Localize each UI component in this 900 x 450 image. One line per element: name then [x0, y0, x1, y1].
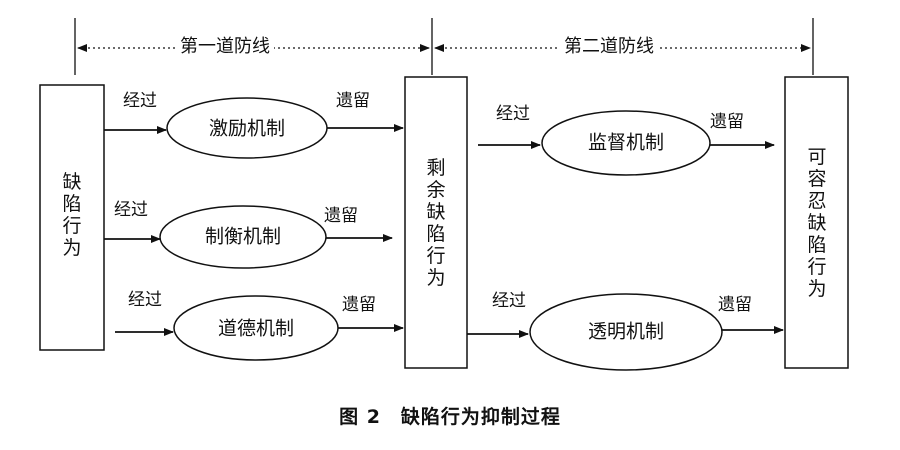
box-defect-behavior-label: 缺陷行为: [62, 171, 82, 259]
residual-label-ethics: 遗留: [342, 295, 376, 315]
pass-label-ethics: 经过: [128, 290, 162, 310]
pass-label-supervision: 经过: [496, 104, 530, 124]
pass-label-transparency: 经过: [492, 291, 526, 311]
transparency-label: 透明机制: [587, 320, 665, 343]
residual-label-incentive: 遗留: [336, 91, 370, 111]
pass-label-checks: 经过: [114, 200, 148, 220]
first-line-label: 第一道防线: [176, 38, 274, 56]
box-defect-behavior: [39, 84, 105, 351]
checks-label: 制衡机制: [204, 225, 282, 248]
ellipse-transparency: [529, 293, 723, 371]
pass-label-incentive: 经过: [123, 91, 157, 111]
second-line-label: 第二道防线: [560, 38, 658, 56]
box-tolerable-defect: [784, 76, 849, 369]
box-residual-defect-label: 剩余缺陷行为: [426, 157, 446, 289]
box-tolerable-defect-label: 可容忍缺陷行为: [807, 146, 827, 300]
figure-caption: 图 2 缺陷行为抑制过程: [339, 406, 561, 428]
residual-label-checks: 遗留: [324, 206, 358, 226]
ellipse-supervision: [541, 110, 711, 176]
residual-label-supervision: 遗留: [710, 112, 744, 132]
incentive-label: 激励机制: [208, 117, 286, 140]
supervision-label: 监督机制: [587, 131, 665, 154]
ethics-label: 道德机制: [217, 317, 295, 340]
residual-label-transparency: 遗留: [718, 295, 752, 315]
box-residual-defect: [404, 76, 468, 369]
